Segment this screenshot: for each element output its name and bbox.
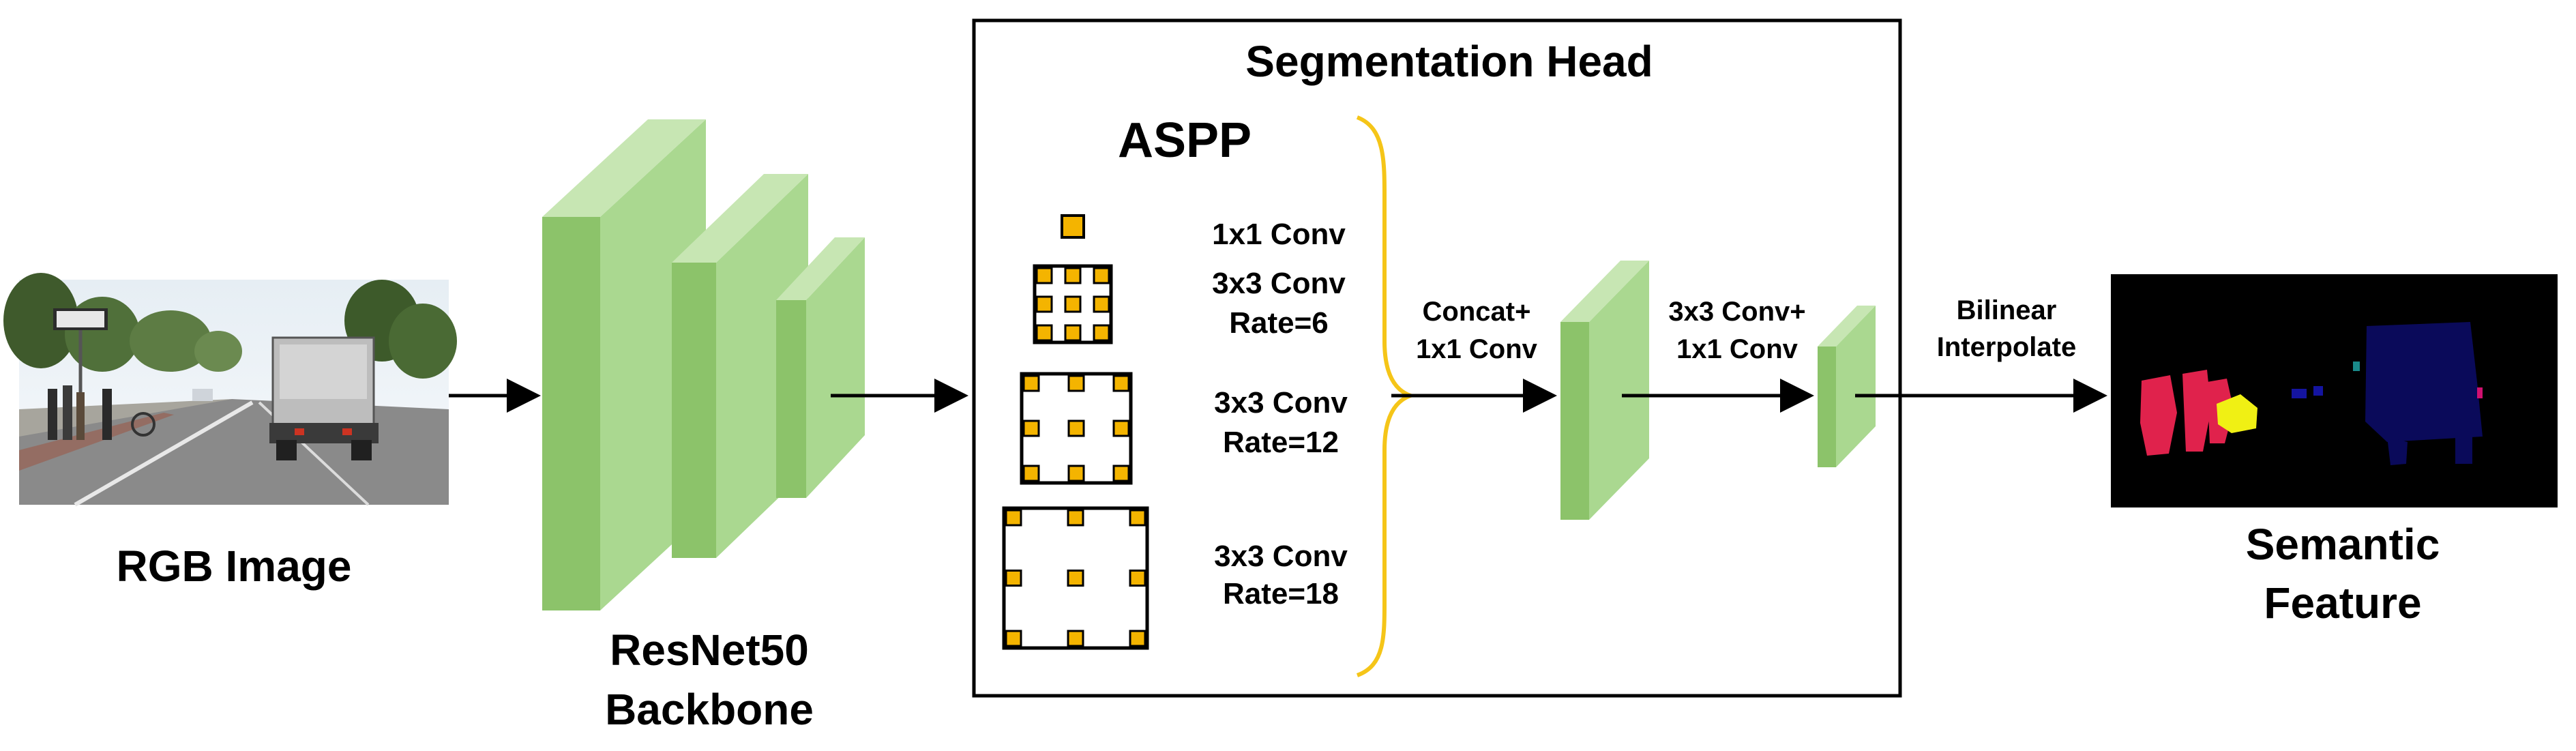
output-label-line2: Feature [2264,578,2421,628]
output-label-line1: Semantic [2246,520,2440,569]
backbone-block-3-top [776,237,865,300]
aspp-branch-rate6 [1033,264,1113,344]
kernel-cell [1064,267,1082,284]
conv2-label-line2: 1x1 Conv [1676,334,1798,364]
backbone-block-2-front [672,263,716,558]
kernel-grid-rate18 [1005,509,1146,647]
kernel-cell [1067,465,1085,482]
kernel-cell [1112,465,1130,482]
kernel-cell [1064,324,1082,342]
aspp-branch-1x1 [1061,214,1085,239]
kernel-cell [1093,267,1110,284]
kernel-cell [1067,630,1084,647]
backbone-block-1-top [542,119,706,217]
aspp-branch-rate18 [1002,506,1149,650]
aspp-branch-2-label2: Rate=6 [1229,306,1329,340]
aspp-branch-1-label: 1x1 Conv [1212,218,1346,251]
segmentation-head-box [972,18,1902,698]
kernel-cell [1035,324,1053,342]
kernel-grid-rate12 [1022,374,1130,482]
rgb-image-label: RGB Image [117,542,352,591]
kernel-cell [1005,570,1022,587]
kernel-cell [1093,324,1110,342]
aspp-branch-3-label2: Rate=12 [1223,426,1339,459]
upsample-label-line2: Interpolate [1937,332,2076,362]
backbone-block-3-front [776,300,806,498]
aspp-branch-2-label1: 3x3 Conv [1212,267,1346,300]
kernel-grid-rate6 [1035,267,1110,342]
backbone-feature-blocks [542,119,865,610]
kernel-cell [1022,374,1040,392]
backbone-block-2-top [672,174,808,263]
kernel-cell [1022,419,1040,437]
kernel-cell [1112,419,1130,437]
aspp-branch-4-label2: Rate=18 [1223,577,1339,610]
concat-label-line2: 1x1 Conv [1416,334,1538,364]
conv2-label-line1: 3x3 Conv+ [1668,297,1805,327]
kernel-cell [1067,570,1084,587]
kernel-cell [1129,630,1146,647]
backbone-label-line1: ResNet50 [610,625,809,675]
head-feature-block-2 [1818,306,1876,467]
backbone-label-line2: Backbone [605,685,814,734]
kernel-cell [1093,295,1110,313]
segmentation-head-title: Segmentation Head [1245,37,1653,86]
kernel-cell [1035,267,1053,284]
kernel-cell [1129,509,1146,527]
kernel-cell [1064,295,1082,313]
backbone-block-3-side [806,237,865,498]
kernel-cell [1067,419,1085,437]
kernel-cell [1035,295,1053,313]
kernel-cell [1067,374,1085,392]
kernel-cell [1129,570,1146,587]
backbone-block-1-front [542,217,600,610]
aspp-branch-rate12 [1020,372,1133,485]
aspp-branch-3-label1: 3x3 Conv [1214,386,1348,419]
rgb-image-thumbnail [3,273,457,507]
kernel-cell [1005,630,1022,647]
aspp-title: ASPP [1118,113,1252,168]
kernel-cell [1112,374,1130,392]
kernel-cell [1061,214,1085,239]
concat-label-line1: Concat+ [1423,297,1531,327]
head-feature-block-1 [1560,261,1649,520]
semantic-feature-map [2111,274,2558,507]
aspp-branch-4-label1: 3x3 Conv [1214,540,1348,573]
kernel-cell [1067,509,1084,527]
kernel-cell [1022,465,1040,482]
upsample-label-line1: Bilinear [1957,295,2057,325]
kernel-cell [1005,509,1022,527]
